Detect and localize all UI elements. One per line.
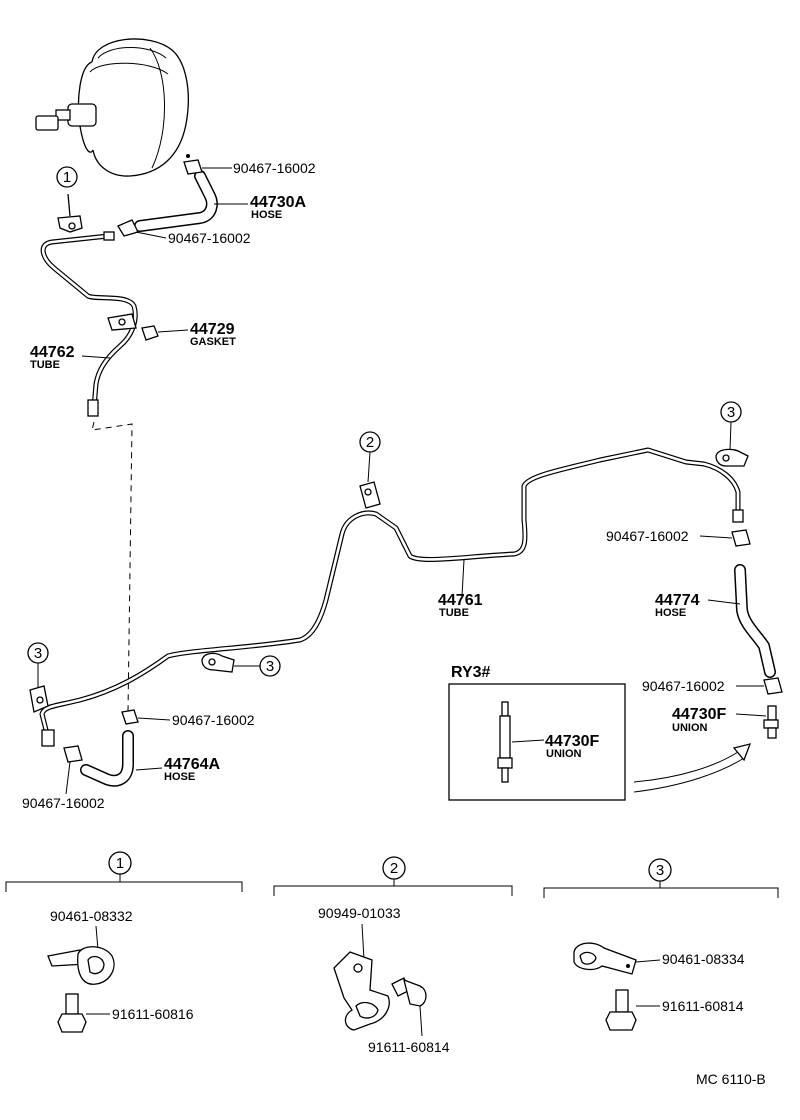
label-90949-01033: 90949-01033: [318, 905, 401, 921]
label-90467-bl: 90467-16002: [22, 795, 105, 811]
ry3-inset-box: RY3# 44730F UNION: [448, 664, 626, 801]
detail-2: 2 90949-01033 91611-60814: [273, 856, 513, 1055]
bolt-91611-60814-d3: [605, 989, 637, 1031]
svg-text:3: 3: [656, 862, 664, 879]
svg-text:3: 3: [34, 645, 42, 662]
callout-3-mid: 3: [234, 655, 281, 677]
ry3-label: RY3#: [451, 664, 491, 681]
label-44761-sub: TUBE: [439, 607, 469, 619]
inset-arrow: [633, 743, 752, 793]
label-44730A: 44730A: [250, 194, 306, 211]
tube-clip-3-mid: [201, 652, 235, 673]
label-44730A-sub: HOSE: [251, 209, 282, 221]
detail-3: 3 90461-08334 91611-60814: [543, 858, 779, 1031]
callout-3-left: 3: [27, 642, 49, 688]
label-44730F-right: 44730F: [672, 706, 726, 723]
tube-clip-3-left: [29, 685, 49, 713]
label-90461-08334: 90461-08334: [662, 951, 745, 967]
tube-44761: [39, 447, 744, 747]
label-44774-sub: HOSE: [655, 607, 686, 619]
label-44729: 44729: [190, 321, 235, 338]
dashed-connector: [91, 421, 133, 713]
tube-44762: [40, 231, 138, 417]
detail-1: 1 90461-08332 91611-60816: [5, 851, 243, 1033]
label-44761: 44761: [438, 592, 483, 609]
callout-1-top: 1: [56, 166, 78, 188]
svg-text:3: 3: [266, 658, 274, 675]
label-90467-top: 90467-16002: [233, 160, 316, 176]
label-44730F-right-sub: UNION: [672, 722, 708, 734]
label-91611-60816: 91611-60816: [112, 1006, 194, 1022]
label-44762-sub: TUBE: [30, 359, 60, 371]
diagram-code: MC 6110-B: [696, 1071, 766, 1087]
label-44764A: 44764A: [164, 756, 220, 773]
label-90467-mid: 90467-16002: [168, 230, 251, 246]
svg-text:3: 3: [727, 404, 735, 421]
bracket-90949-01033: [333, 951, 390, 1031]
label-90467-lmid: 90467-16002: [172, 712, 255, 728]
hose-44774: [731, 529, 783, 695]
tube-clip-2: [359, 481, 381, 509]
union-44730F-right: [763, 705, 779, 739]
tube-clip-3-right: [715, 448, 749, 467]
label-44762: 44762: [30, 344, 75, 361]
bolt-91611-60814-d2: [391, 977, 427, 1007]
label-44764A-sub: HOSE: [164, 771, 195, 783]
label-44774: 44774: [655, 592, 700, 609]
label-44730F-inset: 44730F: [545, 733, 599, 750]
label-44730F-inset-sub: UNION: [546, 748, 582, 760]
callout-2-top: 2: [359, 431, 381, 483]
clamp-90461-08334: [573, 942, 637, 975]
label-90467-rlow: 90467-16002: [642, 678, 725, 694]
tube-clip-upper: [57, 193, 83, 233]
label-90461-08332: 90461-08332: [50, 908, 133, 924]
svg-text:2: 2: [366, 434, 374, 451]
clamp-90461-08332: [47, 946, 115, 985]
label-44729-sub: GASKET: [190, 336, 236, 348]
brake-booster: [35, 38, 190, 177]
callout-3-right: 3: [720, 401, 742, 451]
label-90467-right: 90467-16002: [606, 528, 689, 544]
hose-44764A: [63, 709, 139, 787]
hose-44730A: [117, 159, 218, 237]
union-44730F-inset: [497, 701, 513, 783]
label-91611-60814-d2: 91611-60814: [368, 1039, 450, 1055]
svg-text:1: 1: [63, 169, 71, 186]
svg-text:1: 1: [116, 855, 124, 872]
label-91611-60814-d3: 91611-60814: [662, 998, 744, 1014]
svg-text:2: 2: [390, 860, 398, 877]
gasket-44729: [141, 325, 159, 341]
bolt-91611-60816: [57, 993, 87, 1033]
